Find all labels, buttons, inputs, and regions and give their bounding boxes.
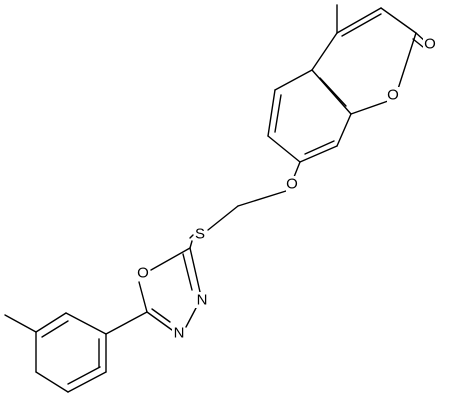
- bond-c2-carbonyl-double: [412, 38, 424, 48]
- atom-label-carbonyl-oxygen: O: [424, 36, 436, 53]
- bond-c4-c4a: [311, 32, 338, 71]
- atom-label-oxadiazole-oxygen: O: [137, 265, 149, 282]
- bond-c2ox-n3: [189, 247, 201, 293]
- atom-label-lactone-oxygen: O: [387, 87, 399, 104]
- bond-c4a-c5: [274, 69, 313, 91]
- bond-c6-c7: [267, 135, 301, 163]
- atom-label-layer: S O O O O N N: [137, 36, 437, 342]
- bond-c7-c8: [299, 145, 338, 163]
- bond-c2-o1: [397, 32, 417, 90]
- bond-c5-c6-double: [274, 94, 282, 133]
- atom-label-sulfur: S: [195, 226, 205, 243]
- bond-c7-c8-double: [304, 140, 335, 155]
- bond-n3-n4: [185, 307, 197, 328]
- bond-c2ox-n3-double: [182, 253, 193, 291]
- bond-c4-c3: [336, 7, 382, 34]
- atom-label-nitrogen-3: N: [197, 292, 208, 309]
- bond-c4a-c8a: [311, 69, 352, 115]
- bond-n4-c5ox: [146, 311, 173, 331]
- bond-c4a-c8a-double: [319, 77, 347, 107]
- bond-aryl-c6-double: [67, 366, 101, 385]
- bond-c8-c8a: [336, 113, 352, 147]
- atom-label-nitrogen-4: N: [174, 325, 185, 342]
- bond-aryl-c3: [35, 312, 67, 333]
- bond-c5-c6: [267, 89, 276, 137]
- bond-aryl-methyl: [4, 314, 37, 333]
- bond-s-c2ox: [189, 240, 193, 249]
- bond-aryl-c3-double: [41, 320, 69, 338]
- bond-layer: [4, 4, 427, 393]
- bond-n4-c5ox-double: [151, 308, 171, 323]
- bond-c2ox-o: [150, 247, 191, 271]
- bond-c5ox-o: [138, 281, 148, 313]
- bond-c7-oether: [293, 161, 301, 178]
- bond-c4-c3-double: [341, 13, 382, 37]
- bond-ch2-ch2: [207, 205, 239, 231]
- bond-aryl-c6: [67, 371, 107, 393]
- bond-o1-c8a: [350, 100, 389, 115]
- bond-aryl-c2: [65, 312, 107, 335]
- bond-c5ox-aryl: [105, 311, 148, 335]
- bond-c3-c2: [380, 7, 417, 34]
- bond-aryl-c5: [35, 371, 69, 393]
- atom-label-ether-oxygen: O: [286, 176, 298, 193]
- bond-oether-ch2: [237, 190, 287, 207]
- bond-ch2-s: [189, 234, 194, 239]
